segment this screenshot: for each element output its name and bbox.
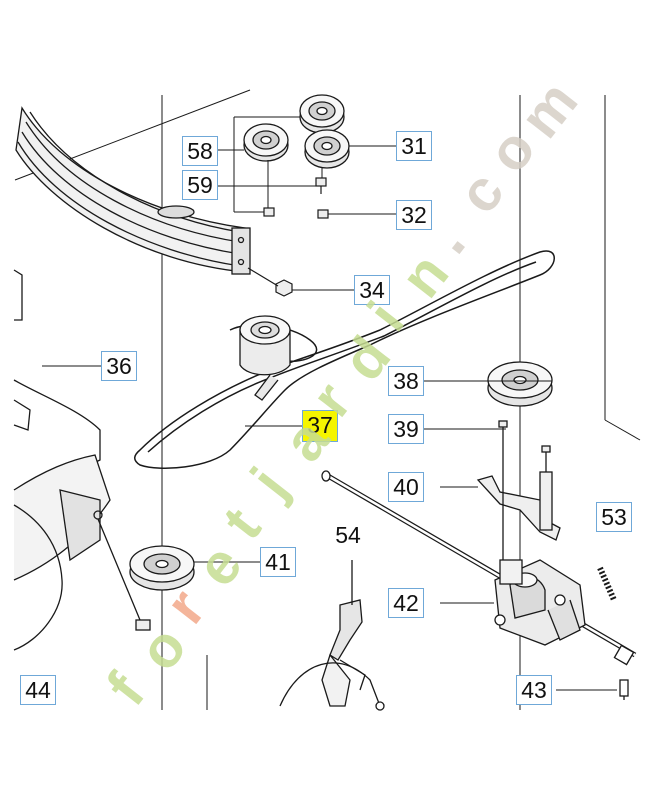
callout-39[interactable]: 39 (388, 414, 424, 444)
callout-41[interactable]: 41 (260, 547, 296, 577)
bolt-32 (317, 209, 329, 219)
callout-40[interactable]: 40 (388, 472, 424, 502)
callout-31[interactable]: 31 (396, 131, 432, 161)
pulley-58 (243, 123, 289, 162)
pulley-group-top (233, 94, 350, 213)
bolt-58-lower (263, 207, 275, 217)
transmission (321, 470, 637, 700)
bolt-59 (315, 177, 327, 194)
callout-44[interactable]: 44 (20, 675, 56, 705)
bracket-40 (476, 420, 561, 560)
pulley-31 (304, 129, 350, 169)
lever-54 (279, 560, 385, 711)
callout-37[interactable]: 37 (302, 410, 338, 442)
guide-line-corner (604, 419, 641, 441)
callout-38[interactable]: 38 (388, 366, 424, 396)
callout-58[interactable]: 58 (182, 136, 218, 166)
callout-42[interactable]: 42 (388, 588, 424, 618)
callout-34[interactable]: 34 (354, 275, 390, 305)
pulley-41 (129, 545, 195, 591)
belt-guard (15, 106, 251, 275)
tensioner-assembly (239, 315, 291, 401)
callout-54[interactable]: 54 (330, 520, 366, 550)
callout-36[interactable]: 36 (101, 351, 137, 381)
pulley-top (299, 94, 345, 134)
pulley-38 (487, 361, 553, 407)
deck-housing (13, 269, 151, 651)
callout-53[interactable]: 53 (596, 502, 632, 532)
bolt-34 (247, 267, 293, 297)
callout-59[interactable]: 59 (182, 170, 218, 200)
spring-53 (597, 566, 617, 602)
callout-43[interactable]: 43 (516, 675, 552, 705)
callout-32[interactable]: 32 (396, 200, 432, 230)
bolts-top (247, 177, 329, 297)
